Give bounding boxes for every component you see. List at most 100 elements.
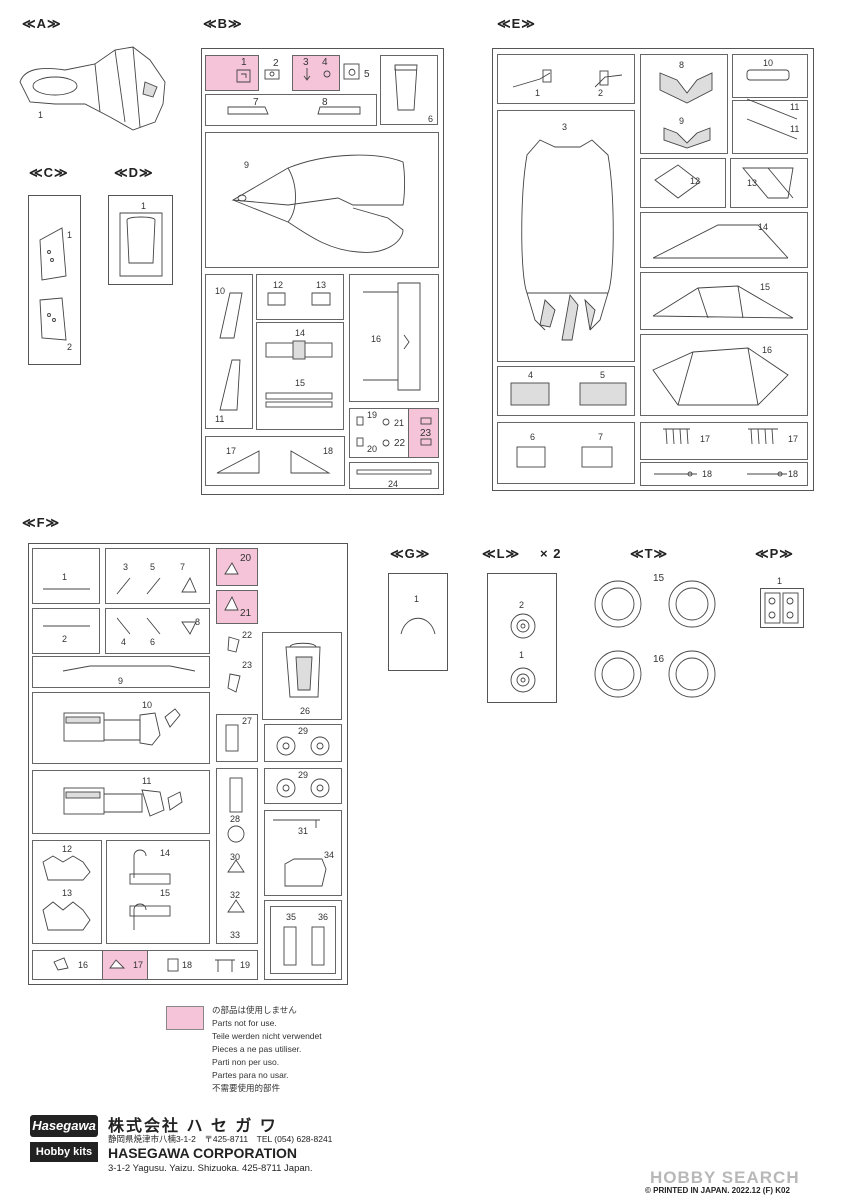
part-drawing-floor <box>521 139 614 341</box>
part-number: 17 <box>700 434 711 444</box>
part-number: 2 <box>598 88 604 98</box>
part-number: 1 <box>519 650 525 660</box>
legend-block: の部品は使用しません Parts not for use. Teile werd… <box>212 1004 322 1095</box>
part-number: 15 <box>160 888 171 898</box>
part-number: 3 <box>562 122 568 132</box>
part-drawing <box>303 68 331 81</box>
sprue-c-frame <box>28 195 81 365</box>
part-number: 1 <box>414 594 420 604</box>
part-drawing-polycaps <box>764 592 799 624</box>
part-number: 10 <box>763 58 774 68</box>
part-number: 7 <box>180 562 186 572</box>
part-cell <box>349 462 439 489</box>
part-number: 17 <box>226 446 237 456</box>
part-drawing <box>116 576 197 595</box>
part-number: 35 <box>286 912 297 922</box>
part-drawing <box>236 69 251 83</box>
part-number: 21 <box>240 608 252 619</box>
part-number: 6 <box>150 637 156 647</box>
part-number: 18 <box>182 960 193 970</box>
part-drawing <box>652 285 794 319</box>
part-drawing-engine <box>63 787 183 817</box>
unused-parts-swatch <box>166 1006 204 1030</box>
part-drawing-seat <box>285 642 321 698</box>
part-drawing <box>39 227 67 341</box>
sprue-a-body-drawing <box>19 46 166 131</box>
part-cell-unused <box>292 55 340 91</box>
part-drawing <box>216 450 331 474</box>
part-number: 5 <box>364 69 370 80</box>
part-number: 19 <box>240 960 251 970</box>
part-cell <box>380 55 438 125</box>
part-drawing <box>663 428 778 445</box>
printed-note: © PRINTED IN JAPAN. 2022.12 (F) K02 <box>645 1186 790 1195</box>
part-cell <box>640 422 808 460</box>
sprue-p-frame <box>760 588 804 628</box>
sprue-c-label: ≪C≫ <box>29 165 69 180</box>
part-drawing <box>43 588 90 590</box>
part-number: 4 <box>121 637 127 647</box>
part-number: 24 <box>388 479 399 489</box>
address-jp: 静岡県焼津市八楠3-1-2 〒425-8711 TEL (054) 628-82… <box>108 1134 333 1144</box>
part-number: 1 <box>535 88 541 98</box>
hasegawa-logo-top: Hasegawa <box>30 1115 98 1137</box>
part-drawing <box>62 665 196 672</box>
part-drawing-wheel <box>510 613 536 693</box>
part-cell <box>730 158 808 208</box>
part-drawing <box>227 106 361 115</box>
part-number: 8 <box>679 60 685 70</box>
part-number: 23 <box>420 428 432 439</box>
part-drawing <box>516 446 613 468</box>
part-cell <box>640 158 726 208</box>
part-number: 16 <box>371 334 382 344</box>
part-number: 19 <box>367 410 378 420</box>
part-number: 32 <box>230 890 241 900</box>
part-number: 13 <box>316 280 327 290</box>
part-number: 20 <box>367 444 378 454</box>
part-number: 12 <box>690 176 701 186</box>
legend-line: Parts not for use. <box>212 1018 277 1028</box>
part-drawing <box>283 926 325 966</box>
part-number: 17 <box>788 434 799 444</box>
legend-line: 不需要使用的部件 <box>212 1083 281 1093</box>
sprue-l-multiplier: × 2 <box>540 546 562 561</box>
part-number: 28 <box>230 814 241 824</box>
part-number: 18 <box>702 469 713 479</box>
part-cell <box>497 54 635 104</box>
part-drawing <box>265 340 333 408</box>
part-cell <box>216 714 258 762</box>
part-drawing-rollbar <box>400 617 436 635</box>
part-cell <box>732 100 808 154</box>
legend-line: Teile werden nicht verwendet <box>212 1031 322 1041</box>
part-cell <box>216 768 258 944</box>
sprue-g-frame <box>388 573 448 671</box>
part-drawing <box>742 167 794 199</box>
part-number: 3 <box>123 562 129 572</box>
part-drawing-tyres <box>594 580 716 698</box>
sprue-f-label: ≪F≫ <box>22 515 61 530</box>
part-number: 29 <box>298 770 309 780</box>
part-number: 11 <box>142 776 152 786</box>
hobby-kits-logo: Hobby kits <box>30 1142 98 1162</box>
part-drawing <box>356 469 432 475</box>
part-number: 18 <box>323 446 334 456</box>
address-en: 3-1-2 Yagusu. Yaizu. Shizuoka. 425-8711 … <box>108 1163 313 1174</box>
part-number: 3 <box>303 57 309 68</box>
part-drawing <box>224 595 239 611</box>
sprue-a-label: ≪A≫ <box>22 16 62 31</box>
part-drawing-wheel-hub <box>276 778 330 798</box>
part-number: 2 <box>62 634 68 644</box>
legend-line: の部品は使用しません <box>212 1005 297 1015</box>
part-number: 33 <box>230 930 241 940</box>
part-number: 2 <box>519 600 525 610</box>
part-number: 1 <box>141 201 147 211</box>
part-cell <box>349 274 439 402</box>
part-number: 13 <box>62 888 73 898</box>
part-cell <box>205 436 345 486</box>
part-number: 10 <box>215 286 226 296</box>
part-number: 17 <box>133 960 144 970</box>
part-number: 31 <box>298 826 309 836</box>
part-number: 1 <box>67 230 73 240</box>
part-drawing-rear-wing <box>363 282 421 391</box>
part-number: 2 <box>67 342 73 352</box>
